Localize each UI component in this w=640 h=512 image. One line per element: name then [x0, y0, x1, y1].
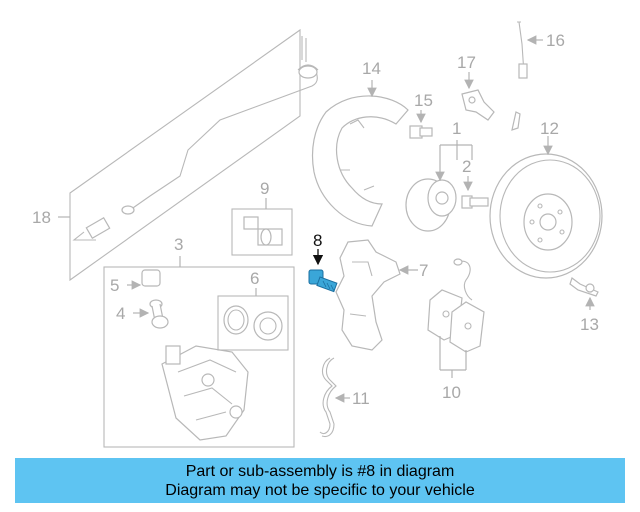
callout-15: 15	[414, 91, 433, 110]
callout-11: 11	[352, 389, 370, 408]
part-5-bleeder-cap[interactable]: 5	[110, 269, 161, 295]
part-2-hub-bolt[interactable]: 2	[461, 157, 489, 209]
callout-14: 14	[362, 59, 381, 78]
callout-18: 18	[32, 208, 51, 227]
banner-line-2: Diagram may not be specific to your vehi…	[165, 481, 475, 499]
callout-1: 1	[452, 119, 461, 138]
part-14-splash-shield[interactable]: 14	[311, 59, 409, 227]
callout-6: 6	[250, 269, 259, 288]
brake-assembly-diagram: 18 16 17 14 15 1	[32, 21, 603, 448]
callout-12: 12	[540, 119, 559, 138]
callout-7: 7	[419, 261, 428, 280]
part-6-seal-kit[interactable]: 6	[217, 269, 289, 351]
callout-16: 16	[546, 31, 565, 50]
part-18-sensor-harness[interactable]: 18	[32, 28, 319, 282]
part-9-guide-pin-kit[interactable]: 9	[231, 179, 293, 256]
part-12-brake-rotor[interactable]: 12	[489, 119, 603, 279]
part-8-bracket-bolt[interactable]: 8	[308, 231, 338, 293]
part-screw[interactable]	[511, 111, 521, 131]
callout-10: 10	[442, 383, 461, 402]
callout-4: 4	[116, 304, 125, 323]
callout-3: 3	[174, 235, 183, 254]
part-7-caliper-bracket[interactable]: 7	[335, 239, 428, 351]
callout-13: 13	[580, 315, 599, 334]
banner-line-1: Part or sub-assembly is #8 in diagram	[185, 462, 455, 480]
callout-17: 17	[457, 53, 476, 72]
part-10-brake-pads[interactable]: 10	[427, 258, 485, 402]
part-15-bolt[interactable]: 15	[409, 91, 433, 139]
part-3-caliper-assembly[interactable]: 3	[103, 235, 295, 448]
callout-8: 8	[313, 231, 322, 250]
part-4-bleeder-screw[interactable]: 4	[116, 299, 169, 329]
callout-2: 2	[462, 157, 471, 176]
callout-9: 9	[260, 179, 269, 198]
part-1-wheel-hub[interactable]: 1	[405, 119, 473, 232]
callout-5: 5	[110, 276, 119, 295]
part-11-spring-clip[interactable]: 11	[319, 357, 370, 438]
info-banner: Part or sub-assembly is #8 in diagram Di…	[15, 458, 625, 503]
part-13-rotor-screw[interactable]: 13	[569, 277, 599, 334]
part-16-bracket[interactable]: 16	[517, 21, 565, 79]
part-17-wheel-speed-sensor[interactable]: 17	[457, 53, 495, 121]
